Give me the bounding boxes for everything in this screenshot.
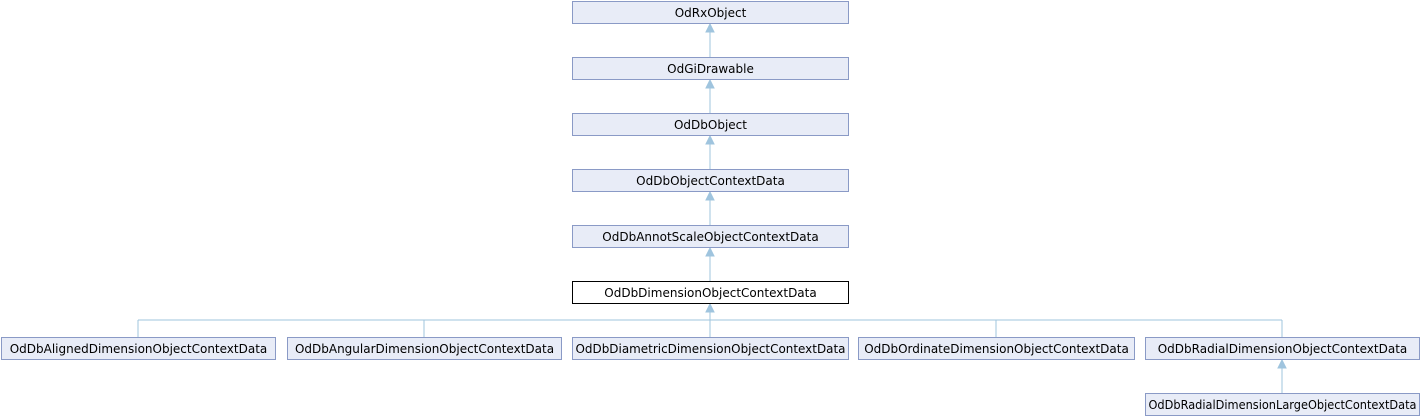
class-box-ordinate — [858, 337, 1135, 360]
class-node-dbobject[interactable]: OdDbObject — [572, 113, 849, 136]
class-box-annotscale — [572, 225, 849, 248]
class-box-aligned — [1, 337, 276, 360]
class-label-radial: OdDbRadialDimensionObjectContextData — [1158, 342, 1408, 356]
inheritance-arrowhead-gidrawable — [705, 22, 715, 33]
class-node-diametric[interactable]: OdDbDiametricDimensionObjectContextData — [572, 337, 849, 360]
class-node-radial[interactable]: OdDbRadialDimensionObjectContextData — [1145, 337, 1420, 360]
class-label-radiallarge: OdDbRadialDimensionLargeObjectContextDat… — [1149, 398, 1417, 412]
class-label-rxobject: OdRxObject — [675, 6, 747, 20]
class-label-gidrawable: OdGiDrawable — [667, 62, 754, 76]
class-label-objcontextdata: OdDbObjectContextData — [636, 174, 785, 188]
class-label-aligned: OdDbAlignedDimensionObjectContextData — [10, 342, 268, 356]
class-node-rxobject[interactable]: OdRxObject — [572, 1, 849, 24]
inheritance-arrowhead-radiallarge — [1277, 358, 1287, 369]
class-node-angular[interactable]: OdDbAngularDimensionObjectContextData — [287, 337, 562, 360]
class-label-annotscale: OdDbAnnotScaleObjectContextData — [602, 230, 818, 244]
class-node-gidrawable[interactable]: OdGiDrawable — [572, 57, 849, 80]
class-box-dimension — [572, 281, 849, 304]
inheritance-arrowhead-dimension — [705, 246, 715, 257]
class-box-diametric — [572, 337, 849, 360]
inheritance-arrowhead-objcontextdata — [705, 134, 715, 145]
class-label-dimension: OdDbDimensionObjectContextData — [604, 286, 816, 300]
class-node-ordinate[interactable]: OdDbOrdinateDimensionObjectContextData — [858, 337, 1135, 360]
class-box-objcontextdata — [572, 169, 849, 192]
class-box-gidrawable — [572, 57, 849, 80]
class-box-dbobject — [572, 113, 849, 136]
class-node-objcontextdata[interactable]: OdDbObjectContextData — [572, 169, 849, 192]
class-label-angular: OdDbAngularDimensionObjectContextData — [295, 342, 554, 356]
inheritance-edges — [137, 22, 1287, 393]
class-node-aligned[interactable]: OdDbAlignedDimensionObjectContextData — [1, 337, 276, 360]
class-label-dbobject: OdDbObject — [674, 118, 747, 132]
class-label-diametric: OdDbDiametricDimensionObjectContextData — [576, 342, 846, 356]
class-node-radiallarge[interactable]: OdDbRadialDimensionLargeObjectContextDat… — [1145, 393, 1420, 416]
class-box-rxobject — [572, 1, 849, 24]
class-node-annotscale[interactable]: OdDbAnnotScaleObjectContextData — [572, 225, 849, 248]
inheritance-arrowhead-annotscale — [705, 190, 715, 201]
class-node-dimension: OdDbDimensionObjectContextData — [572, 281, 849, 304]
class-box-angular — [287, 337, 562, 360]
inheritance-arrowhead-dbobject — [705, 78, 715, 89]
inheritance-arrowhead-dimension — [705, 302, 715, 313]
class-label-ordinate: OdDbOrdinateDimensionObjectContextData — [864, 342, 1129, 356]
